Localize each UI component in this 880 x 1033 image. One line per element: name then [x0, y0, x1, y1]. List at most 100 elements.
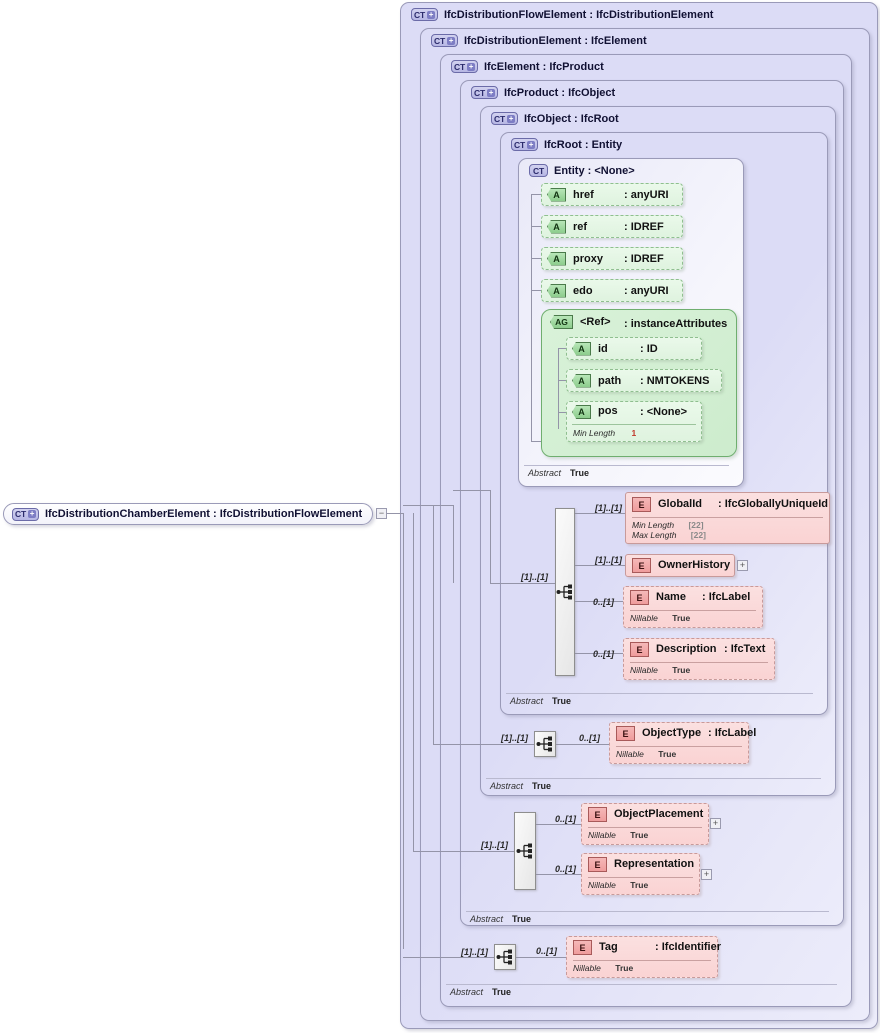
facet-key: Nillable	[630, 613, 658, 623]
ct-badge-icon: CT+	[451, 60, 478, 73]
cardinality-label: 0..[1]	[555, 814, 577, 824]
attribute-id[interactable]: A id : ID	[566, 337, 702, 360]
facet-nillable: Nillable True	[573, 963, 633, 973]
attribute-pos[interactable]: A pos : <None> Min Length 1	[566, 401, 702, 442]
abstract-value: True	[512, 914, 532, 924]
attribute-edo[interactable]: A edo : anyURI	[541, 279, 683, 302]
sequence-icon	[496, 949, 512, 965]
facet-value: 1	[631, 428, 637, 438]
cardinality-label: [1]..[1]	[595, 503, 622, 513]
connector	[531, 194, 541, 195]
element-objecttype[interactable]: E ObjectType : IfcLabel Nillable True	[609, 722, 756, 764]
facet-key: Nillable	[616, 749, 644, 759]
attribute-name: edo	[573, 284, 593, 297]
element-name-ifclabel[interactable]: E Name : IfcLabel Nillable True	[623, 586, 763, 628]
abstract-row-ifcobject: Abstract True	[486, 778, 821, 794]
connector	[531, 441, 541, 442]
abstract-row-ifcproduct: Abstract True	[466, 911, 829, 927]
sequence-icon	[516, 843, 532, 859]
cardinality-label: 0..[1]	[579, 733, 601, 743]
connector	[575, 513, 625, 514]
collapse-toggle-button[interactable]: −	[376, 508, 387, 519]
element-badge-icon: E	[573, 940, 592, 955]
attribute-group-name: <Ref>	[580, 316, 611, 328]
connector	[575, 653, 623, 654]
ct-badge-icon: CT+	[491, 112, 518, 125]
attribute-ref[interactable]: A ref : IDREF	[541, 215, 683, 238]
attribute-name: pos	[598, 405, 618, 417]
element-type: : IfcLabel	[708, 727, 757, 739]
root-element-ifcdistributionchamberelement[interactable]: CT+ IfcDistributionChamberElement : IfcD…	[3, 503, 373, 525]
sequence-compositor-ifcelement[interactable]	[494, 944, 516, 970]
sequence-compositor-ifcobject[interactable]	[534, 731, 556, 757]
sequence-compositor-ifcroot[interactable]	[555, 508, 575, 676]
connector	[453, 505, 454, 583]
attribute-name: id	[598, 342, 608, 355]
element-objectplacement[interactable]: E ObjectPlacement Nillable True	[581, 803, 709, 845]
connector	[387, 513, 403, 514]
facet-value: True	[672, 665, 691, 675]
connector	[558, 348, 566, 349]
element-type: : IfcIdentifier	[655, 941, 722, 953]
element-name: ObjectType	[642, 727, 702, 739]
connector	[453, 490, 490, 491]
sequence-icon	[536, 736, 552, 752]
connector	[575, 601, 623, 602]
attribute-path[interactable]: A path : NMTOKENS	[566, 369, 722, 392]
attributegroup-badge-icon: AG	[550, 315, 573, 329]
element-badge-icon: E	[632, 558, 651, 573]
element-badge-icon: E	[588, 807, 607, 822]
facet-value: True	[615, 963, 634, 973]
connector	[558, 412, 566, 413]
element-globalid[interactable]: E GlobalId : IfcGloballyUniqueId Min Len…	[625, 492, 830, 544]
attribute-type: : <None>	[640, 406, 688, 418]
abstract-value: True	[492, 987, 512, 997]
divider	[588, 827, 702, 828]
attribute-type: : IDREF	[624, 220, 664, 233]
cardinality-label: 0..[1]	[536, 946, 558, 956]
attribute-badge-icon: A	[547, 251, 566, 266]
complextype-header: CT Entity : <None>	[529, 164, 635, 177]
attribute-badge-icon: A	[572, 405, 591, 419]
element-badge-icon: E	[630, 590, 649, 605]
attribute-name: ref	[573, 220, 588, 233]
attribute-badge-icon: A	[547, 283, 566, 298]
connector	[558, 348, 559, 429]
connector	[433, 744, 534, 745]
element-description[interactable]: E Description : IfcText Nillable True	[623, 638, 775, 680]
sequence-icon	[556, 584, 572, 600]
cardinality-label: [1]..[1]	[461, 947, 488, 957]
facet-key: Nillable	[630, 665, 658, 675]
abstract-key: Abstract	[528, 468, 562, 478]
divider	[630, 610, 756, 611]
facet-key: Nillable	[573, 963, 601, 973]
connector	[536, 824, 581, 825]
expand-button-representation[interactable]: +	[701, 869, 712, 880]
element-type: : IfcText	[724, 643, 766, 655]
complextype-header: CT+ IfcObject : IfcRoot	[491, 112, 619, 125]
element-tag[interactable]: E Tag : IfcIdentifier Nillable True	[566, 936, 722, 978]
element-ownerhistory[interactable]: E OwnerHistory	[625, 554, 735, 577]
sequence-compositor-ifcproduct[interactable]	[514, 812, 536, 890]
expand-button-ownerhistory[interactable]: +	[737, 560, 748, 571]
attribute-href[interactable]: A href : anyURI	[541, 183, 683, 206]
abstract-value: True	[570, 468, 590, 478]
connector	[516, 957, 566, 958]
expand-button-objectplacement[interactable]: +	[710, 818, 721, 829]
divider	[588, 877, 693, 878]
connector	[433, 505, 434, 744]
attribute-proxy[interactable]: A proxy : IDREF	[541, 247, 683, 270]
cardinality-label: 0..[1]	[555, 864, 577, 874]
complextype-label: IfcDistributionFlowElement : IfcDistribu…	[443, 8, 714, 21]
abstract-key: Abstract	[490, 781, 524, 791]
attribute-group-type: : instanceAttributes	[624, 318, 728, 330]
element-name: Description	[656, 643, 717, 655]
element-representation[interactable]: E Representation Nillable True	[581, 853, 700, 895]
complextype-label: IfcDistributionElement : IfcElement	[463, 34, 647, 47]
facet-nillable: Nillable True	[588, 830, 648, 840]
complextype-header: CT+ IfcDistributionFlowElement : IfcDist…	[411, 8, 713, 21]
connector	[556, 744, 609, 745]
element-type: : IfcLabel	[702, 591, 751, 603]
attribute-type: : IDREF	[624, 252, 664, 265]
connector	[558, 380, 566, 381]
